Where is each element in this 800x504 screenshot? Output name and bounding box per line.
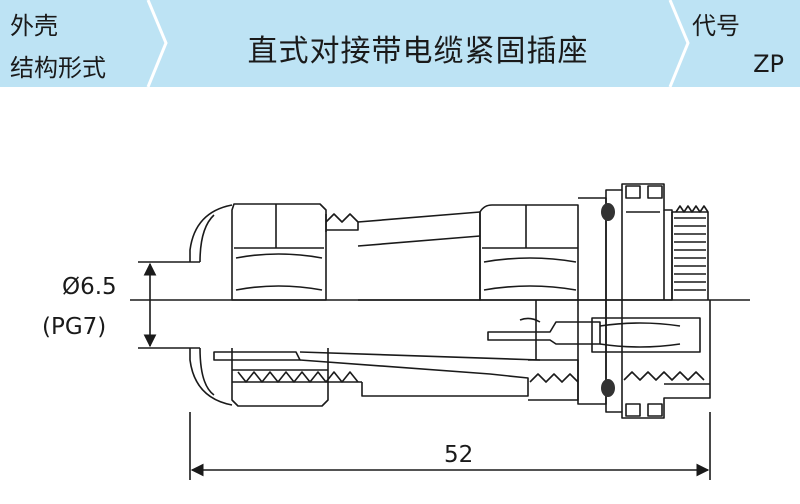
gland-thread-top	[325, 213, 359, 231]
housing-label-line1: 外壳	[10, 12, 58, 40]
header-divider-left	[146, 0, 168, 87]
panel-nut-top	[605, 183, 673, 301]
gland-size-text: (PG7)	[42, 314, 106, 340]
o-ring-bottom	[601, 379, 615, 397]
code-label: 代号	[692, 12, 740, 40]
rear-thread-bottom	[529, 373, 579, 383]
seal-insert-bottom	[213, 351, 301, 361]
product-title: 直式对接带电缆紧固插座	[247, 34, 589, 69]
housing-label-line2: 结构形式	[10, 54, 106, 82]
panel-nut-bottom	[605, 300, 711, 419]
coupling-body-bottom	[528, 359, 579, 401]
code-value: ZP	[753, 50, 784, 78]
header-divider-right	[668, 0, 690, 87]
tapered-body-bottom	[299, 359, 529, 397]
socket-insert	[591, 317, 701, 353]
connector-drawing: Ø6.5 (PG7) 52	[42, 183, 750, 480]
code-cell: 代号 ZP	[678, 0, 800, 87]
tapered-body-top	[357, 211, 481, 301]
o-ring-top	[601, 203, 615, 221]
contact-pin	[487, 321, 601, 345]
housing-type-cell: 外壳 结构形式	[0, 0, 158, 87]
gland-nut-bottom	[231, 348, 329, 407]
cable-nose-top-inner	[199, 214, 215, 263]
title-cell: 直式对接带电缆紧固插座	[158, 0, 678, 87]
coupling-body-top	[479, 204, 579, 301]
cable-nose-bottom	[189, 348, 233, 406]
spec-header: 外壳 结构形式 直式对接带电缆紧固插座 代号 ZP	[0, 0, 800, 87]
gland-thread-bottom	[237, 371, 359, 383]
length-dim-text: 52	[444, 442, 473, 468]
cable-nose-top	[189, 204, 233, 262]
diameter-dim-text: Ø6.5	[62, 274, 117, 300]
front-thread-bottom	[623, 371, 705, 381]
